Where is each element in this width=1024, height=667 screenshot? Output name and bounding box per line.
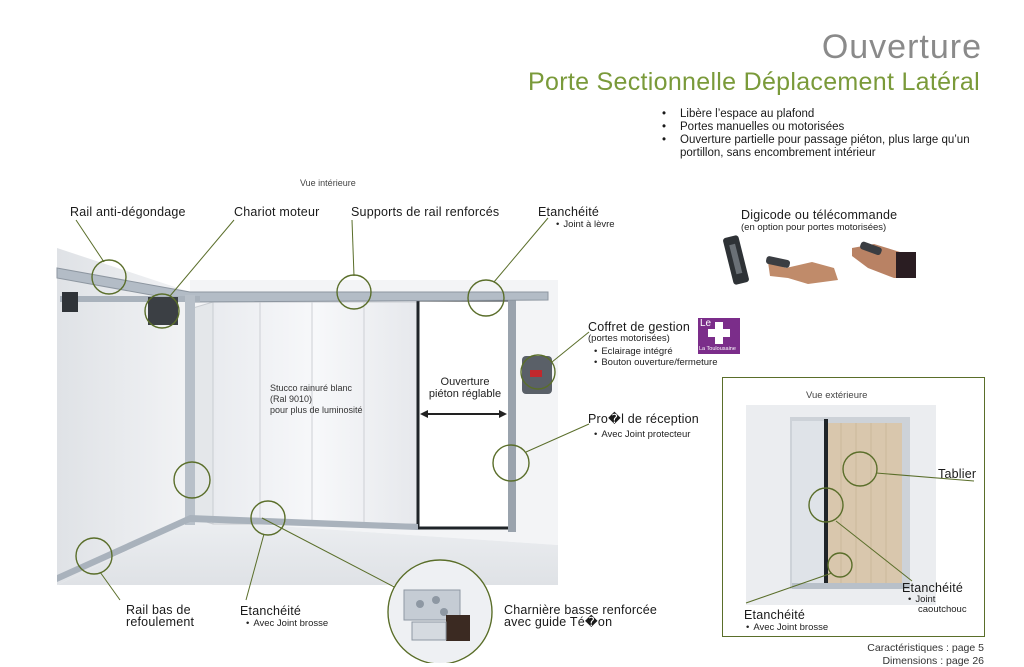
etancheite-right-detail: •Joint caoutchouc bbox=[908, 594, 967, 615]
coffret-item: •Eclairage intégré bbox=[594, 346, 673, 357]
feature-list: Libère l’espace au plafond Portes manuel… bbox=[662, 108, 992, 160]
label-chariot-moteur: Chariot moteur bbox=[234, 205, 320, 219]
door-edge bbox=[824, 419, 828, 589]
bottom-rail bbox=[57, 515, 418, 582]
garage-interior bbox=[792, 421, 828, 587]
digicode-detail: (en option pour portes motorisées) bbox=[741, 222, 887, 233]
vertical-post bbox=[185, 295, 195, 525]
apron-grooves bbox=[840, 423, 887, 585]
exterior-callout-circles bbox=[808, 451, 878, 578]
etancheite-left-detail: •Avec Joint brosse bbox=[746, 622, 829, 633]
label-rail-anti-degondage: Rail anti-dégondage bbox=[70, 205, 186, 219]
logo-text-top: Le bbox=[700, 318, 712, 329]
label-rail-bas: Rail bas de refoulement bbox=[126, 603, 195, 629]
side-rail bbox=[60, 296, 200, 302]
label-charniere: Charnière basse renforcée avec guide Té�… bbox=[504, 603, 657, 629]
page-subtitle: Porte Sectionnelle Déplacement Latéral bbox=[528, 68, 980, 96]
door-apron bbox=[826, 423, 902, 585]
exterior-illustration bbox=[745, 405, 975, 605]
feature-item: Portes manuelles ou motorisées bbox=[662, 121, 992, 134]
exterior-view-caption: Vue extérieure bbox=[806, 390, 868, 401]
label-etancheite-right: Etanchéité bbox=[902, 581, 964, 595]
exterior-callout-lines bbox=[745, 472, 975, 604]
footer-characteristics: Caractéristiques : page 5 bbox=[867, 642, 984, 654]
feature-item: Libère l’espace au plafond bbox=[662, 108, 992, 121]
logo-cross-horizontal bbox=[708, 329, 730, 337]
coffret-detail: (portes motorisées) bbox=[588, 333, 670, 344]
label-etancheite-bottom: Etanchéité bbox=[240, 604, 302, 618]
feature-item: Ouverture partielle pour passage piéton,… bbox=[662, 134, 992, 160]
etancheite-bottom-detail: •Avec Joint brosse bbox=[246, 618, 329, 629]
exterior-bottom-rail bbox=[792, 583, 910, 589]
label-coffret-gestion: Coffret de gestion bbox=[588, 320, 691, 334]
coffret-item: •Bouton ouverture/fermeture bbox=[594, 357, 718, 368]
left-wall bbox=[57, 248, 190, 585]
remote-images bbox=[723, 235, 916, 285]
callout-circles bbox=[75, 259, 556, 575]
top-rail bbox=[56, 267, 549, 303]
label-tablier: Tablier bbox=[938, 467, 977, 481]
label-profil-reception: Pro�l de réception bbox=[588, 412, 699, 426]
control-box-light bbox=[530, 370, 542, 377]
hinge-detail bbox=[387, 559, 493, 663]
motor-carriage bbox=[148, 297, 178, 325]
stucco-note: Stucco rainuré blanc (Ral 9010) pour plu… bbox=[270, 383, 363, 415]
page-title: Ouverture bbox=[821, 28, 982, 66]
rail-end bbox=[62, 292, 78, 312]
label-etancheite-left: Etanchéité bbox=[744, 608, 806, 622]
footer-dimensions: Dimensions : page 26 bbox=[882, 655, 984, 667]
interior-view-caption: Vue intérieure bbox=[300, 178, 356, 188]
callout-lines bbox=[75, 217, 590, 601]
la-toulousaine-logo: Le La Toulousaine bbox=[698, 318, 740, 354]
reception-profile bbox=[508, 296, 516, 532]
etancheite-top-detail: •Joint à lèvre bbox=[556, 219, 615, 230]
label-supports-rail: Supports de rail renforcés bbox=[351, 205, 500, 219]
logo-text-bottom: La Toulousaine bbox=[699, 346, 736, 352]
label-digicode: Digicode ou télécommande bbox=[741, 208, 898, 222]
ouverture-pieton-label: Ouverture piéton réglable bbox=[428, 376, 502, 400]
label-etancheite-top: Etanchéité bbox=[538, 205, 600, 219]
profil-detail: •Avec Joint protecteur bbox=[594, 429, 691, 440]
